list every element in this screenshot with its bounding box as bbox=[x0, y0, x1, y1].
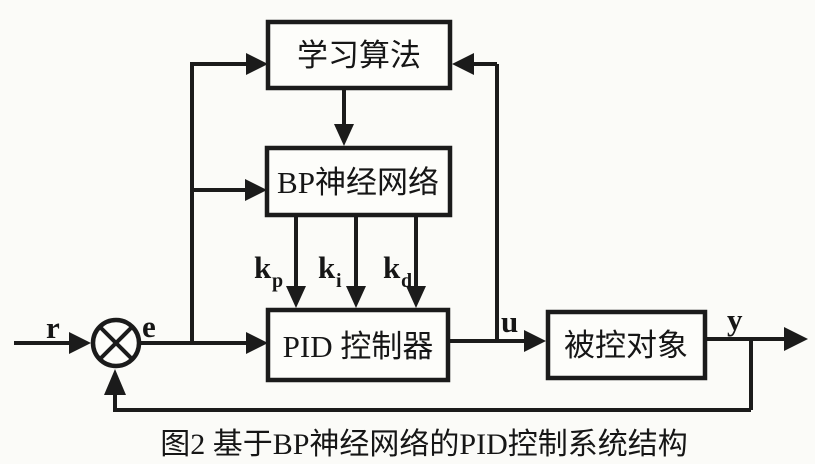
controlled-plant-label: 被控对象 bbox=[564, 328, 688, 363]
arrowhead-into-learning-left-icon bbox=[246, 53, 268, 75]
learning-algorithm-block: 学习算法 bbox=[265, 19, 453, 91]
learning-algorithm-label: 学习算法 bbox=[297, 38, 421, 73]
controlled-plant-block: 被控对象 bbox=[545, 309, 708, 381]
summing-junction-cross-stroke bbox=[98, 325, 134, 361]
reference-signal-label: r bbox=[46, 310, 60, 345]
gain-i-base: k bbox=[318, 250, 336, 285]
arrowhead-into-learning-right-icon bbox=[452, 53, 474, 75]
control-signal-label: u bbox=[501, 304, 518, 339]
arrowhead-into-plant-icon bbox=[524, 330, 546, 352]
gain-p-base: k bbox=[254, 250, 272, 285]
gain-i-label: k i bbox=[318, 250, 342, 292]
bp-neural-network-block: BP神经网络 bbox=[264, 145, 453, 218]
gain-p-label: k p bbox=[254, 250, 283, 292]
arrowhead-system-output-icon bbox=[784, 327, 808, 351]
arrowhead-gain-d-icon bbox=[406, 286, 426, 308]
arrowhead-into-bp-left-icon bbox=[245, 179, 267, 201]
gain-d-label: k d bbox=[383, 250, 412, 292]
output-signal-label: y bbox=[727, 302, 743, 337]
summing-junction-icon bbox=[90, 317, 142, 369]
bp-neural-network-label: BP神经网络 bbox=[277, 165, 439, 200]
arrowhead-gain-p-icon bbox=[286, 286, 306, 308]
bp-neural-network-box bbox=[264, 145, 453, 218]
controlled-plant-box bbox=[545, 309, 708, 381]
arrowhead-into-bp-top-icon bbox=[334, 124, 354, 146]
gain-p-subscript: p bbox=[272, 270, 283, 292]
arrowhead-gain-i-icon bbox=[346, 286, 366, 308]
gain-d-base: k bbox=[383, 250, 401, 285]
pid-controller-box bbox=[265, 307, 451, 383]
pid-controller-block: PID 控制器 bbox=[265, 307, 451, 383]
gain-i-subscript: i bbox=[336, 270, 342, 292]
arrowhead-into-sum-left-icon bbox=[69, 332, 91, 354]
pid-controller-label: PID 控制器 bbox=[283, 329, 434, 364]
arrowhead-into-sum-bottom-icon bbox=[104, 369, 126, 395]
arrowhead-into-pid-icon bbox=[246, 332, 268, 354]
error-signal-label: e bbox=[142, 309, 156, 344]
learning-algorithm-box bbox=[265, 19, 453, 91]
gain-d-subscript: d bbox=[401, 270, 412, 292]
figure-caption: 图2 基于BP神经网络的PID控制系统结构 bbox=[160, 428, 688, 461]
